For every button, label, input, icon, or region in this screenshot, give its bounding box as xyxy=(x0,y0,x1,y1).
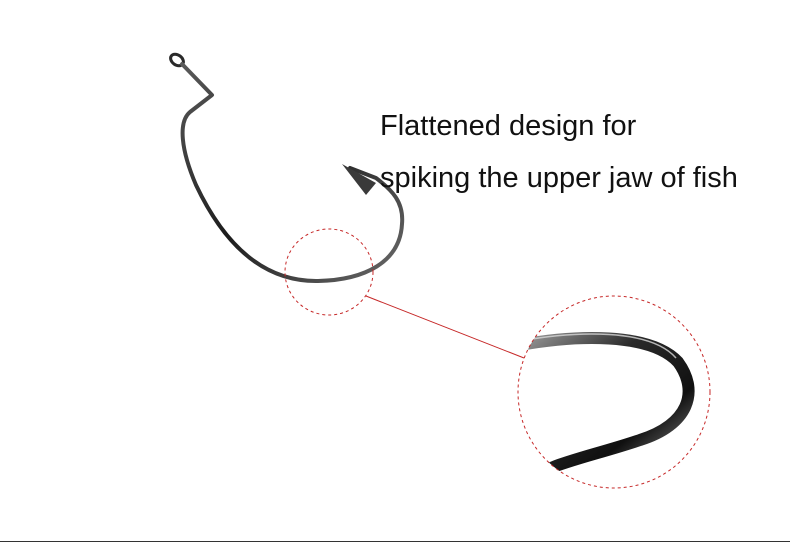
magnified-hook-bend xyxy=(518,296,710,488)
hook-point xyxy=(342,164,376,195)
magnifier-circle xyxy=(517,295,711,489)
caption-line-1: Flattened design for xyxy=(380,110,637,142)
caption-line-2: spiking the upper jaw of fish xyxy=(380,162,738,194)
hook-shape xyxy=(169,52,405,284)
hook-shank xyxy=(180,62,405,284)
bottom-divider xyxy=(0,541,790,542)
highlight-circle xyxy=(284,228,374,316)
connector-line xyxy=(365,295,525,359)
feature-caption: Flattened design for spiking the upper j… xyxy=(380,100,738,204)
